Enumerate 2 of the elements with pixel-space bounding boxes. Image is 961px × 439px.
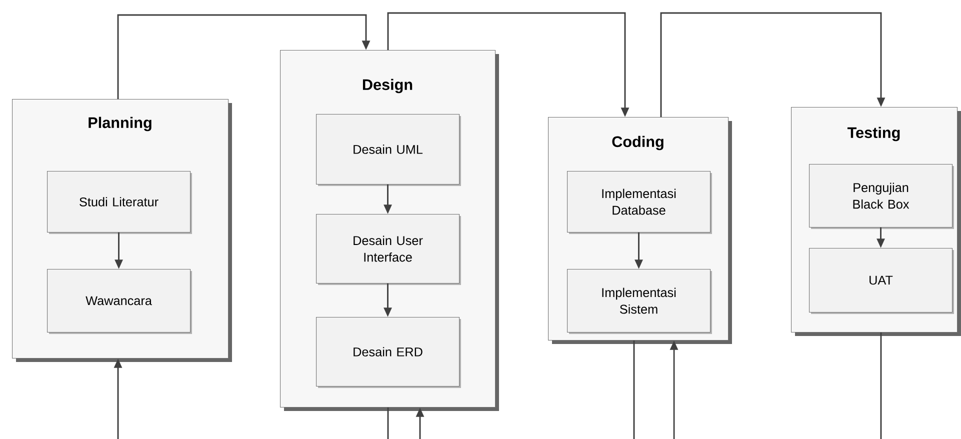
arrow: [117, 14, 370, 99]
arrow: [660, 12, 886, 117]
